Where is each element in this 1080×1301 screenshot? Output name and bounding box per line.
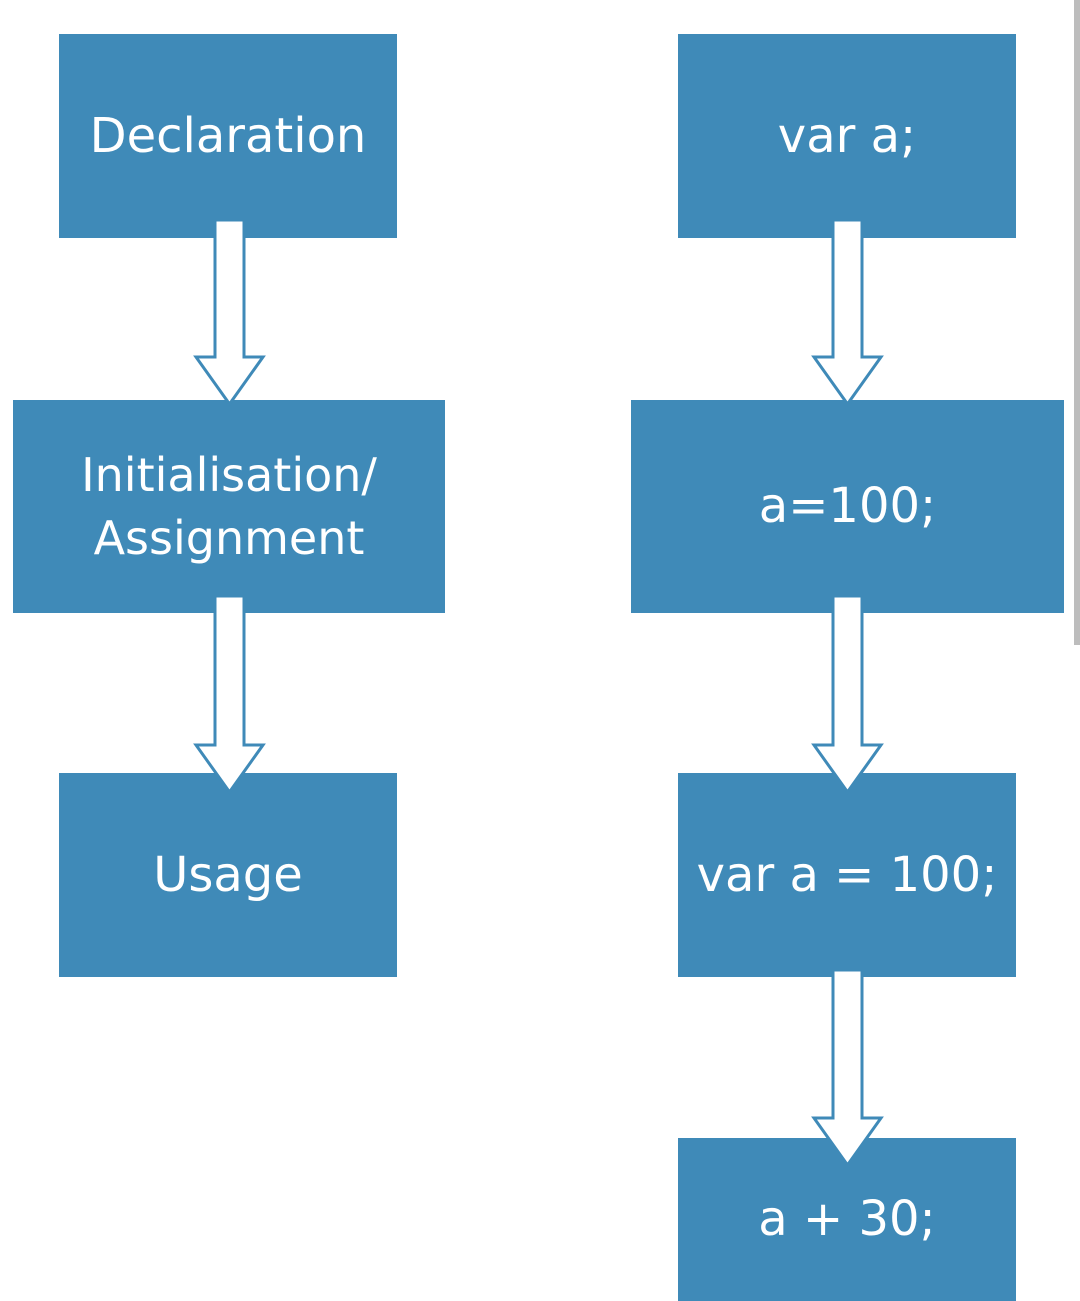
arrow-declaration-to-initialisation xyxy=(193,218,266,407)
arrow-initialisation-to-usage xyxy=(193,594,266,795)
declare-code-box: var a; xyxy=(678,34,1016,238)
initialisation-label-line1: Initialisation/ xyxy=(81,448,377,503)
declare-assign-code-box: var a = 100; xyxy=(678,773,1016,977)
use-code-label: a + 30; xyxy=(758,1191,936,1248)
usage-label: Usage xyxy=(153,846,303,903)
initialisation-label-line2: Assignment xyxy=(93,510,365,565)
initialisation-box: Initialisation/ Assignment xyxy=(13,400,445,613)
use-code-box: a + 30; xyxy=(678,1138,1016,1301)
assign-code-box: a=100; xyxy=(631,400,1064,613)
declaration-box: Declaration xyxy=(59,34,397,238)
assign-code-label: a=100; xyxy=(758,478,937,535)
declare-code-label: var a; xyxy=(777,107,917,164)
scrollbar-track xyxy=(1074,0,1080,645)
declare-assign-code-label: var a = 100; xyxy=(696,846,998,903)
arrow-declare-assign-to-use xyxy=(811,968,884,1168)
declaration-label: Declaration xyxy=(89,107,367,164)
arrow-assign-to-declare-assign xyxy=(811,594,884,795)
arrow-declare-to-assign xyxy=(811,218,884,407)
usage-box: Usage xyxy=(59,773,397,977)
